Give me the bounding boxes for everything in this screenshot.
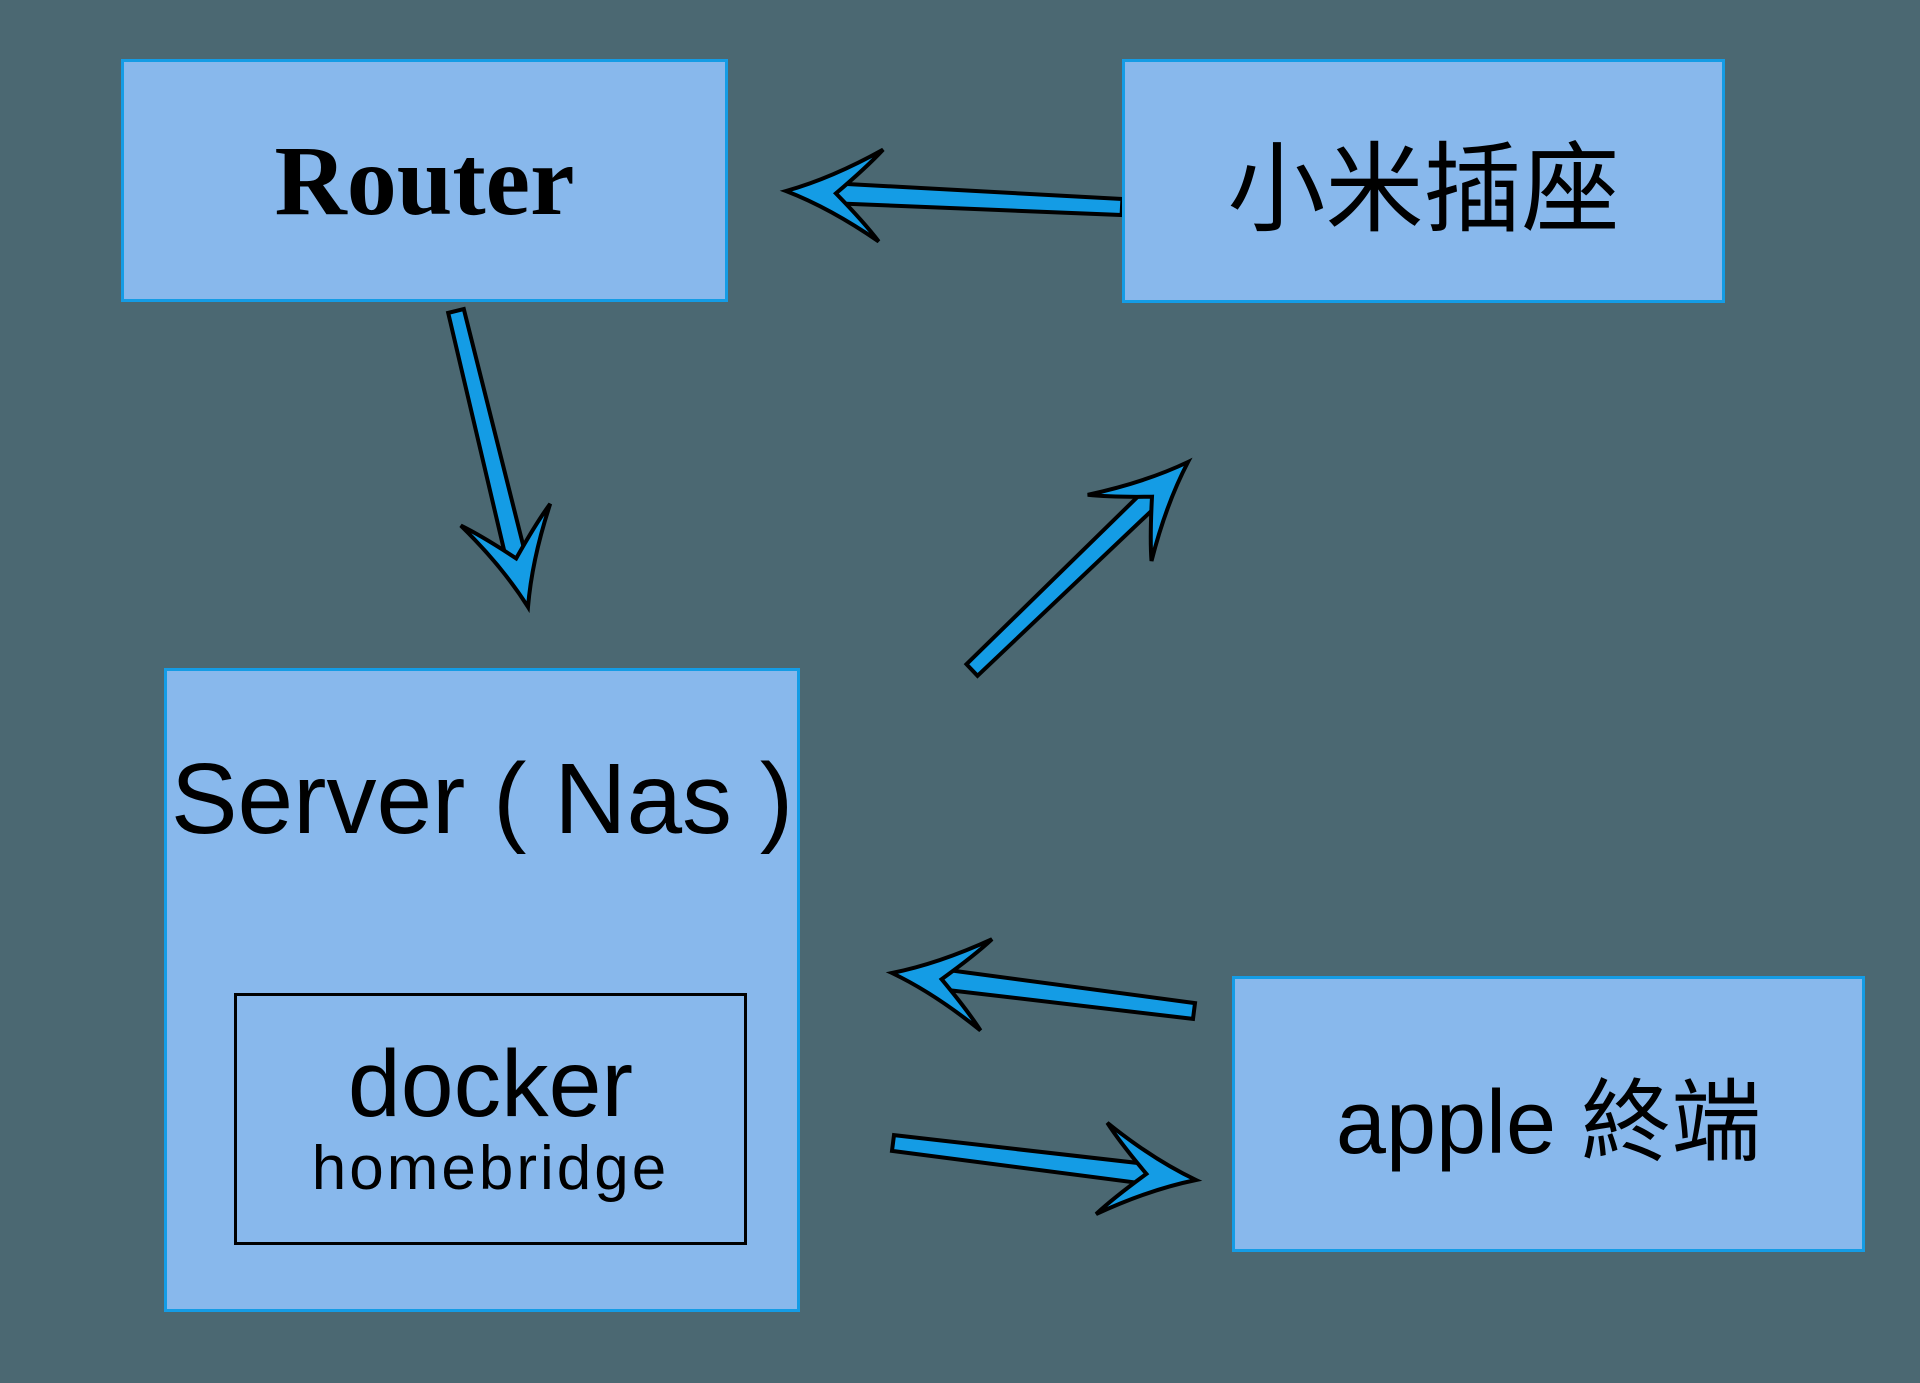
router-label: Router <box>274 125 575 236</box>
arrow-router-to-server <box>445 306 553 614</box>
docker-homebridge-box: docker homebridge <box>234 993 747 1245</box>
homebridge-label: homebridge <box>311 1133 670 1203</box>
apple-terminal-label: apple 終端 <box>1335 1073 1762 1173</box>
node-server-nas: Server ( Nas ) docker homebridge <box>164 668 800 1312</box>
server-nas-label: Server ( Nas ) <box>170 743 794 855</box>
node-xiaomi-socket: 小米插座 <box>1122 59 1725 303</box>
node-router: Router <box>121 59 728 302</box>
node-apple-terminal: apple 終端 <box>1232 976 1865 1252</box>
arrow-apple-to-server <box>885 937 1198 1033</box>
arrow-xiaomi-to-router <box>779 147 1125 244</box>
docker-label: docker <box>347 1031 634 1138</box>
arrow-server-to-xiaomi <box>963 457 1193 679</box>
xiaomi-socket-label: 小米插座 <box>1227 134 1620 244</box>
arrow-server-to-apple <box>889 1121 1203 1216</box>
